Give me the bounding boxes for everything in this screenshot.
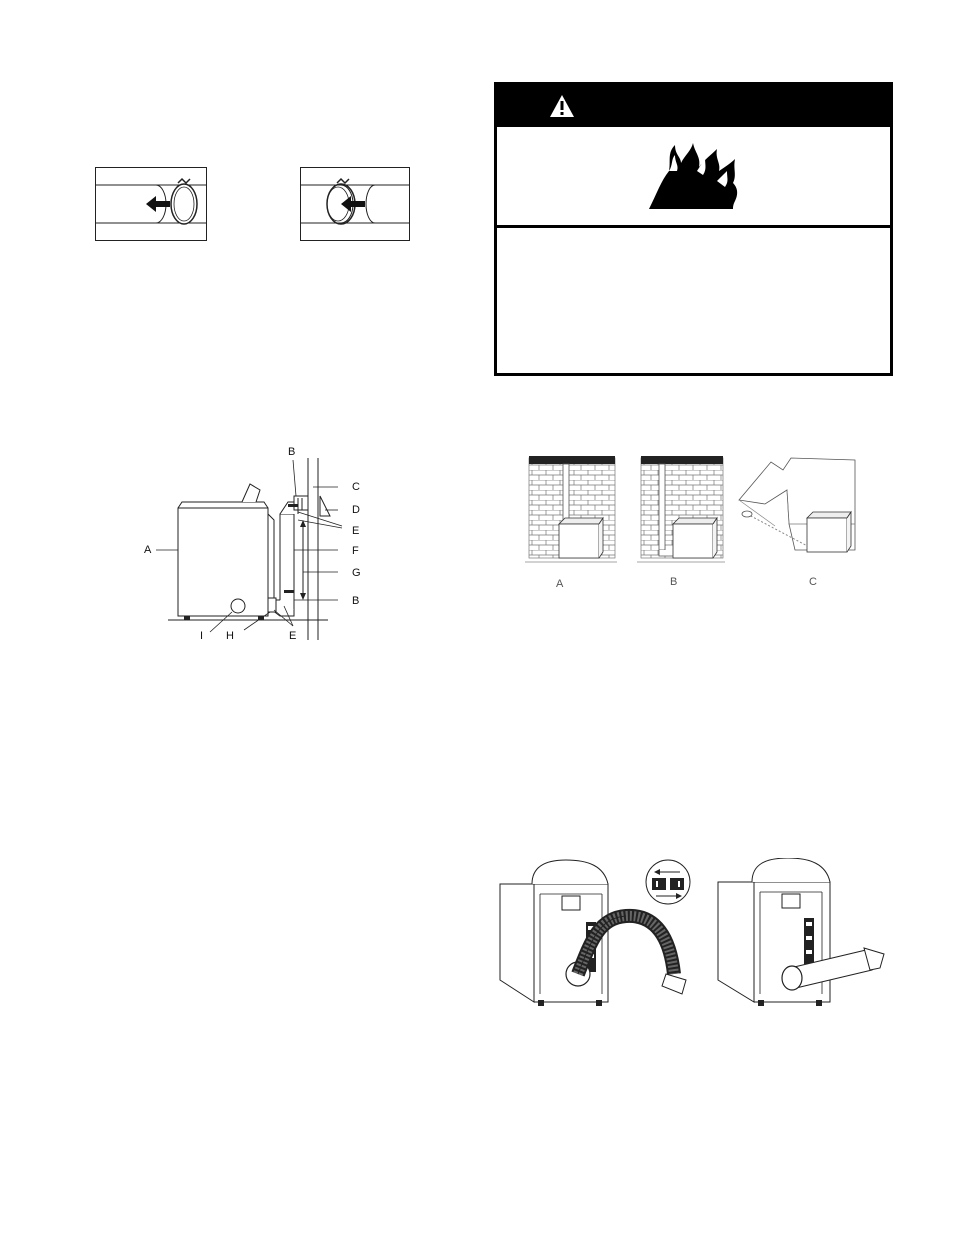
- label-b-top: B: [288, 446, 295, 458]
- dryer-rear-with-straight-duct: [717, 858, 885, 1006]
- caption-c: C: [809, 576, 817, 588]
- label-f: F: [352, 545, 359, 557]
- vent-option-c: [738, 457, 856, 553]
- clamp-figure-right: [300, 167, 410, 241]
- warning-box: [494, 82, 893, 376]
- vent-option-b: [637, 456, 725, 563]
- clamp-figure-left: [95, 167, 207, 241]
- label-g: G: [352, 567, 361, 579]
- label-c: C: [352, 481, 360, 493]
- arrows-left-right-icon: [654, 869, 682, 899]
- fire-hazard-icon: [649, 143, 738, 209]
- arrow-left-icon: [146, 196, 170, 212]
- caption-b: B: [670, 576, 677, 588]
- label-i: I: [200, 630, 203, 642]
- vent-option-a: [525, 456, 617, 563]
- label-b-bottom: B: [352, 595, 359, 607]
- label-h: H: [226, 630, 234, 642]
- label-d: D: [352, 504, 360, 516]
- arrow-left-icon: [341, 196, 365, 212]
- label-e-bottom: E: [289, 630, 296, 642]
- label-a: A: [144, 544, 152, 556]
- label-e-top: E: [352, 525, 359, 537]
- dryer-rear-with-hose: [499, 859, 691, 1006]
- dryer-side-view-diagram: A B C D E F G B E H I: [144, 446, 361, 642]
- warning-header-bar: [497, 85, 890, 127]
- warning-separator: [497, 225, 890, 228]
- caption-a: A: [556, 578, 564, 590]
- vent-options-diagram: A B C: [525, 456, 856, 590]
- hose-install-diagram: [499, 858, 885, 1006]
- warning-triangle-icon: [550, 95, 574, 117]
